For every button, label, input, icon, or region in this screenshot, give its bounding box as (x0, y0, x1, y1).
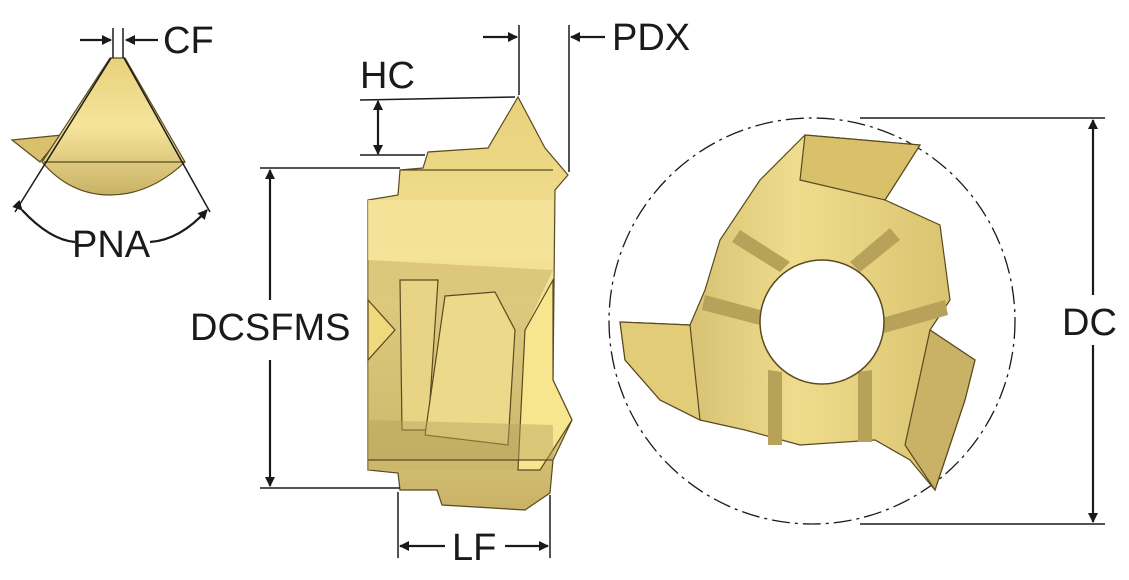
dcsfms-label: DCSFMS (190, 307, 350, 349)
hc-label: HC (360, 55, 415, 97)
pdx-dimension: PDX (483, 17, 690, 172)
profile-view: PNA CF (10, 20, 214, 266)
front-view (608, 117, 1016, 525)
hc-dimension: HC (359, 55, 516, 156)
pdx-label: PDX (612, 17, 690, 59)
pna-label: PNA (72, 224, 151, 266)
side-view (367, 95, 573, 511)
dc-label: DC (1062, 302, 1117, 344)
lf-dimension: LF (397, 492, 551, 569)
dcsfms-dimension: DCSFMS (190, 167, 400, 489)
lf-label: LF (452, 527, 496, 569)
cf-label: CF (163, 20, 214, 62)
dc-dimension: DC (860, 117, 1117, 525)
